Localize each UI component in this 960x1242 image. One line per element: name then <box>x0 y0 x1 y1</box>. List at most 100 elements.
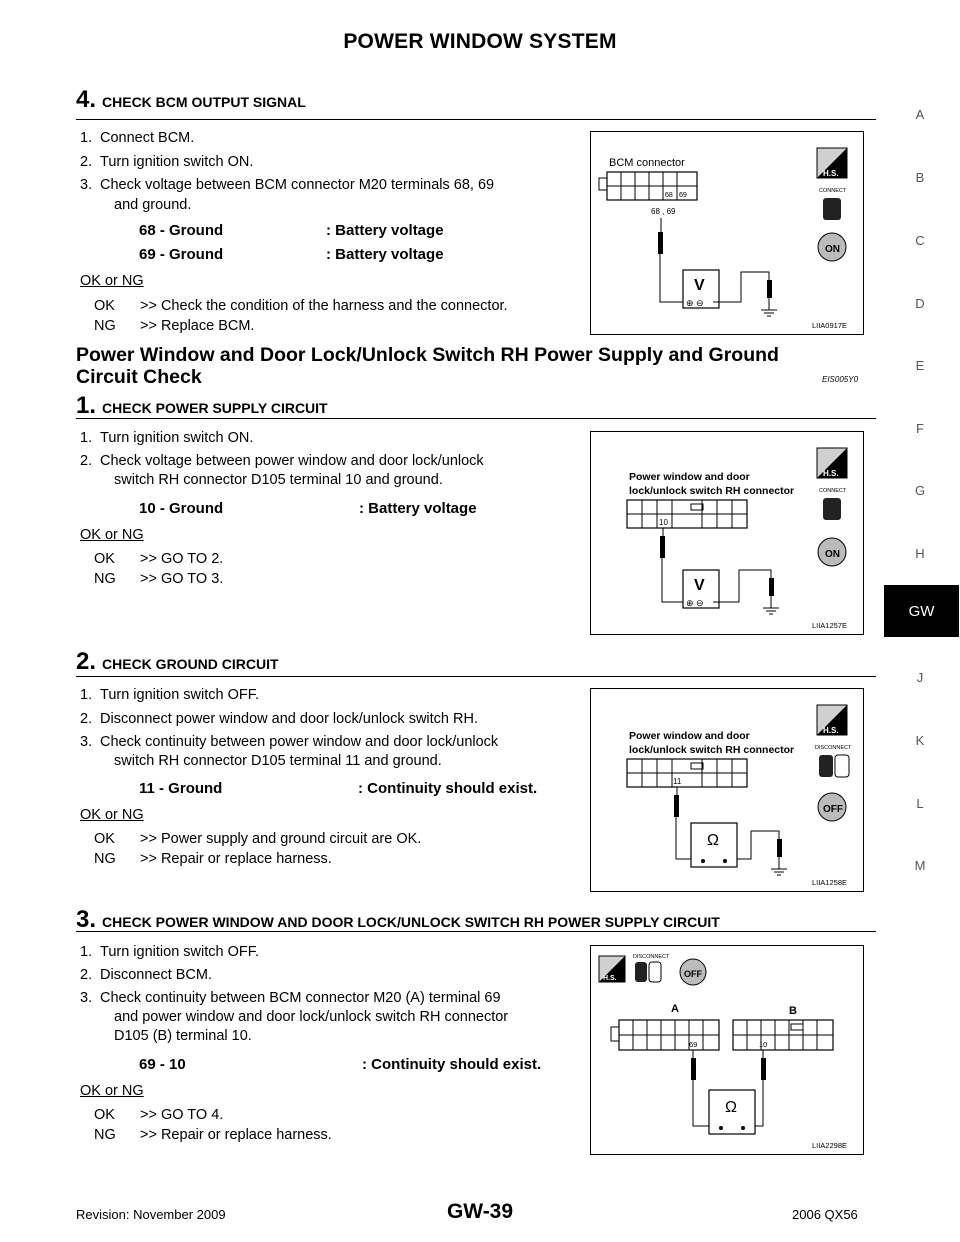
svg-text:DISCONNECT: DISCONNECT <box>633 954 670 960</box>
svg-text:H.S.: H.S. <box>823 726 839 735</box>
page-number: GW-39 <box>446 1200 514 1223</box>
index-letter-f[interactable]: F <box>916 421 924 436</box>
divider <box>76 418 876 419</box>
divider <box>76 676 876 677</box>
connector-a-label: A <box>671 1003 679 1015</box>
step2-spec-label: 11 - Ground <box>139 780 223 797</box>
svg-text:⊕ ⊖: ⊕ ⊖ <box>686 298 704 308</box>
figure-code: LIIA1258E <box>811 878 847 887</box>
index-letter-d[interactable]: D <box>915 296 925 311</box>
svg-text:OFF: OFF <box>684 969 702 979</box>
step4-number: 4. <box>76 86 97 113</box>
step4-result-ng: NG>> Replace BCM. <box>94 318 255 334</box>
figure-ground-circuit: Power window and door lock/unlock switch… <box>590 688 864 892</box>
index-letter-l[interactable]: L <box>916 796 924 811</box>
figure-bcm-to-switch-drawing: H.S. DISCONNECT OFF A B 69 10 Ω <box>598 954 834 1135</box>
divider <box>76 119 876 120</box>
step1-result-ok: OK>> GO TO 2. <box>94 551 224 567</box>
svg-text:H.S.: H.S. <box>823 469 839 478</box>
ignition-switch-icon <box>817 537 847 567</box>
svg-text:Ω: Ω <box>707 832 719 849</box>
step4-spec-1-value: : Battery voltage <box>326 222 444 239</box>
pin-11: 11 <box>673 777 682 786</box>
svg-text:Power window and door: Power window and door <box>629 471 750 483</box>
step3-item-3: 3.Check continuity between BCM connector… <box>80 990 501 1006</box>
step1-heading: 1.CHECK POWER SUPPLY CIRCUIT <box>76 392 328 419</box>
ignition-switch-icon <box>817 792 847 822</box>
step4-spec-1-label: 68 - Ground <box>139 222 224 239</box>
step4-item-2: 2.Turn ignition switch ON. <box>80 154 254 170</box>
svg-text:lock/unlock switch RH connecto: lock/unlock switch RH connector <box>629 485 794 497</box>
step4-result-ok: OK>> Check the condition of the harness … <box>94 298 508 314</box>
pin-69: 69 <box>689 1040 697 1049</box>
divider <box>76 931 876 932</box>
pin-69: 69 <box>679 192 687 199</box>
probe-icon <box>674 795 679 817</box>
svg-text:V: V <box>694 277 705 294</box>
ohmmeter-icon <box>690 822 738 868</box>
index-tab-gw[interactable]: GW <box>884 585 959 637</box>
svg-text:OFF: OFF <box>823 804 843 815</box>
step4-spec-2-value: : Battery voltage <box>326 246 444 263</box>
svg-text:H.S.: H.S. <box>823 169 839 178</box>
step2-spec-value: : Continuity should exist. <box>358 780 538 797</box>
index-letter-m[interactable]: M <box>914 858 926 873</box>
step1-item-2-cont: switch RH connector D105 terminal 10 and… <box>114 472 443 488</box>
svg-text:CONNECT: CONNECT <box>819 188 847 194</box>
step3-item-1: 1.Turn ignition switch OFF. <box>80 944 260 960</box>
step3-ok-or-ng: OK or NG <box>80 1083 144 1099</box>
connector-icon <box>635 962 647 982</box>
figure-bcm-output-drawing: BCM connector 68 69 68 , 69 V ⊕ ⊖ H.S. C… <box>598 147 848 317</box>
probe-icon <box>660 536 665 558</box>
connector-icon <box>819 755 833 777</box>
step4-heading: 4. CHECK BCM OUTPUT SIGNAL <box>76 86 306 114</box>
svg-text:CONNECT: CONNECT <box>819 488 847 494</box>
connector-icon <box>823 198 841 220</box>
figure-power-supply: Power window and door lock/unlock switch… <box>590 431 864 635</box>
svg-text:V: V <box>694 577 705 594</box>
index-letter-c[interactable]: C <box>915 233 925 248</box>
probe-a-icon <box>691 1058 696 1080</box>
step2-heading: 2.CHECK GROUND CIRCUIT <box>76 648 279 675</box>
index-letter-j[interactable]: J <box>916 670 924 685</box>
footer-revision: Revision: November 2009 <box>76 1207 226 1222</box>
figure-code: LIIA2298E <box>811 1141 847 1150</box>
step3-heading: 3.CHECK POWER WINDOW AND DOOR LOCK/UNLOC… <box>76 906 720 933</box>
footer-model: 2006 QX56 <box>792 1207 858 1222</box>
section-title: Power Window and Door Lock/Unlock Switch… <box>76 344 779 388</box>
probe-b-icon <box>761 1058 766 1080</box>
index-letter-k[interactable]: K <box>915 733 925 748</box>
step2-item-1: 1.Turn ignition switch OFF. <box>80 687 260 703</box>
step2-item-3-cont: switch RH connector D105 terminal 11 and… <box>114 753 442 769</box>
index-letter-e[interactable]: E <box>915 358 925 373</box>
probe-label: 68 , 69 <box>651 207 676 216</box>
svg-text:lock/unlock switch RH connecto: lock/unlock switch RH connector <box>629 744 794 756</box>
pin-68: 68 <box>665 192 673 199</box>
step4-ok-or-ng: OK or NG <box>80 273 144 289</box>
step3-item-3-cont-1: and power window and door lock/unlock sw… <box>114 1009 509 1025</box>
step1-result-ng: NG>> GO TO 3. <box>94 571 224 587</box>
page-title: POWER WINDOW SYSTEM <box>343 30 617 53</box>
step2-result-ok: OK>> Power supply and ground circuit are… <box>94 831 422 847</box>
connector-icon <box>823 498 841 520</box>
index-letter-h[interactable]: H <box>915 546 925 561</box>
svg-text:DISCONNECT: DISCONNECT <box>815 745 852 751</box>
step1-ok-or-ng: OK or NG <box>80 527 144 543</box>
step3-spec-value: : Continuity should exist. <box>362 1056 542 1073</box>
svg-text:ON: ON <box>825 549 840 560</box>
figure-bcm-to-switch: H.S. DISCONNECT OFF A B 69 10 Ω LIIA2298… <box>590 945 864 1155</box>
step3-result-ng: NG>> Repair or replace harness. <box>94 1127 332 1143</box>
index-letter-g[interactable]: G <box>914 483 926 498</box>
step4-item-1: 1.Connect BCM. <box>80 130 195 146</box>
svg-text:⊕ ⊖: ⊕ ⊖ <box>686 598 704 608</box>
step4-title: CHECK BCM OUTPUT SIGNAL <box>102 94 306 110</box>
pin-10: 10 <box>659 518 668 527</box>
step2-ok-or-ng: OK or NG <box>80 807 144 823</box>
figure-code: LIIA1257E <box>811 621 847 630</box>
step3-result-ok: OK>> GO TO 4. <box>94 1107 224 1123</box>
figure-bcm-output: BCM connector 68 69 68 , 69 V ⊕ ⊖ H.S. C… <box>590 131 864 335</box>
index-letter-a[interactable]: A <box>915 107 925 122</box>
figure-power-supply-drawing: Power window and door lock/unlock switch… <box>626 447 848 615</box>
index-letter-b[interactable]: B <box>915 170 925 185</box>
step1-spec-value: : Battery voltage <box>359 500 477 517</box>
